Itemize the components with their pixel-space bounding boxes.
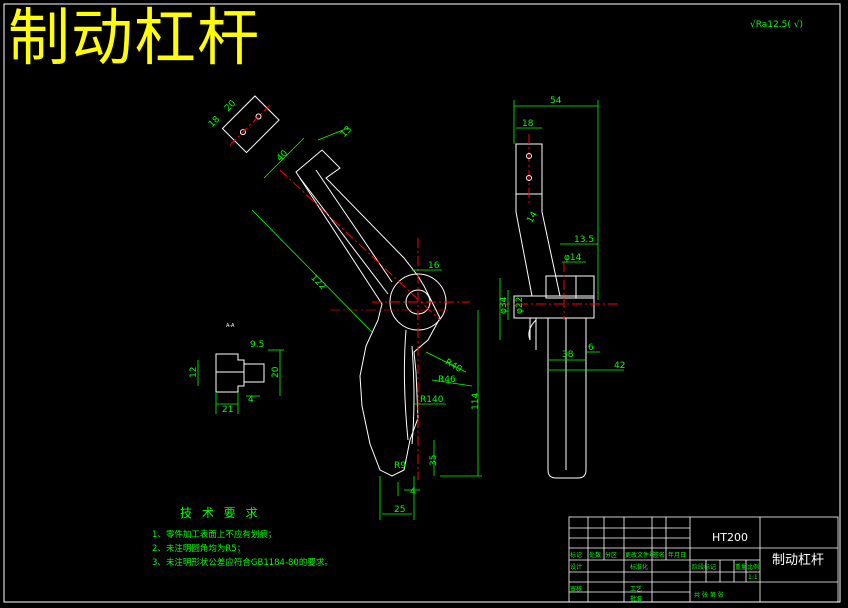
- side-view-holes: [526, 153, 532, 181]
- surface-roughness-note: √Ra12.5( √): [750, 20, 803, 30]
- dim-9-5: 9.5: [250, 340, 264, 350]
- drawing-title: 制动杠杆: [8, 1, 261, 74]
- tb-scale-value: 1:1: [748, 574, 758, 581]
- material-label: HT200: [712, 531, 748, 544]
- dim-6: 6: [588, 343, 594, 353]
- tb-label-count: 处数: [589, 552, 602, 559]
- dim-r40: R40: [443, 357, 464, 375]
- tb-label-change-doc: 更改文件号: [625, 552, 656, 559]
- dim-54: 54: [550, 96, 562, 106]
- dim-40: 40: [275, 148, 290, 163]
- dim-122: 122: [308, 273, 327, 292]
- main-view-dims: [251, 127, 482, 520]
- part-name-label: 制动杠杆: [772, 553, 825, 568]
- dim-20-top: 20: [223, 98, 238, 113]
- main-view-dim-text: 18 20 40 13 122 16 R40 R46 R140 114 R9 3…: [207, 98, 481, 515]
- section-view-text: A-A 9.5 12 20 21 4: [189, 323, 281, 415]
- dim-4: 4: [410, 487, 416, 497]
- dim-phi22: φ22: [515, 297, 525, 314]
- tech-requirement-2: 2、未注明圆角均为R5；: [152, 544, 246, 554]
- dim-r9: R9: [394, 461, 406, 471]
- title-block: [568, 516, 839, 603]
- detail-block: [221, 95, 280, 154]
- side-view-dims: [499, 100, 624, 371]
- tech-requirement-1: 1、零件加工表面上不应有划痕；: [152, 530, 277, 540]
- dim-13: 13: [339, 125, 354, 140]
- dim-18-top: 18: [207, 114, 222, 129]
- tech-requirements-heading: 技 术 要 求: [180, 506, 261, 520]
- tb-label-weight: 重量: [735, 564, 748, 571]
- tech-requirement-3: 3、未注明形状公差应符合GB1184-80的要求。: [152, 558, 333, 568]
- tb-sheet-count: 共 张 第 张: [694, 592, 724, 599]
- side-view-centerlines: [500, 134, 620, 320]
- dim-13-5: 13.5: [574, 235, 594, 245]
- section-view-dims: [197, 349, 284, 414]
- tb-label-approve: 批准: [630, 596, 643, 603]
- main-view: [221, 95, 470, 480]
- dim-r46: R46: [438, 375, 456, 385]
- dim-phi34: φ34: [499, 296, 509, 314]
- dim-42: 42: [614, 361, 625, 371]
- dim-114: 114: [471, 393, 481, 410]
- side-view-dim-text: 54 18 14 13.5 φ14 φ22 φ34 38 6 42: [499, 96, 625, 371]
- dim-14: 14: [525, 210, 540, 225]
- section-view: [215, 353, 265, 393]
- dim-4-section: 4: [248, 395, 254, 405]
- tb-label-standard: 标准化: [630, 564, 649, 571]
- section-label: A-A: [226, 323, 235, 329]
- tb-label-mark: 标记: [570, 552, 583, 559]
- dim-phi14: φ14: [564, 253, 582, 263]
- drawing-border: [3, 3, 841, 603]
- tb-label-review: 审核: [570, 586, 583, 593]
- dim-18-side: 18: [522, 119, 534, 129]
- dim-12: 12: [189, 367, 199, 378]
- tb-label-process: 工艺: [630, 586, 643, 593]
- tb-label-zone: 分区: [605, 552, 618, 559]
- dim-20-section: 20: [271, 366, 281, 378]
- dim-25: 25: [394, 505, 405, 515]
- tb-label-stage: 阶段标记: [692, 564, 717, 571]
- tb-label-signature: 签名: [653, 552, 666, 559]
- dim-35: 35: [429, 455, 439, 466]
- arm-centerline: [279, 169, 441, 321]
- side-view: [513, 143, 595, 479]
- dim-21: 21: [222, 405, 233, 415]
- tb-label-scale: 比例: [747, 564, 760, 571]
- dim-16: 16: [428, 261, 440, 271]
- tb-label-date: 年月日: [668, 552, 687, 559]
- tb-label-design: 设计: [570, 564, 583, 571]
- lever-arm-outline: [295, 149, 441, 477]
- dim-38: 38: [562, 350, 574, 360]
- dim-r140: R140: [420, 395, 444, 405]
